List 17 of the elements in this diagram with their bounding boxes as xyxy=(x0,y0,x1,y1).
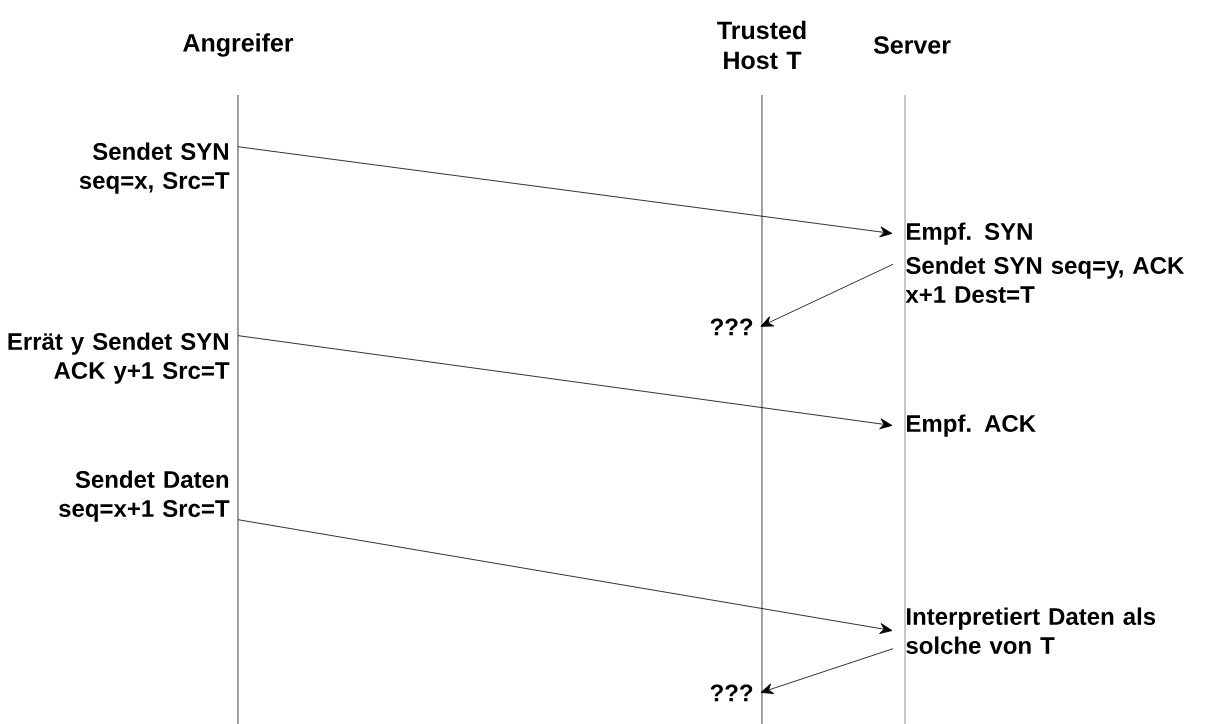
message-text: Sendet Daten seq=x+1 Src=T xyxy=(59,470,230,522)
message-text: Sendet SYN seq=x, Src=T xyxy=(79,142,230,194)
message-text: Errät y Sendet SYN ACK y+1 Src=T xyxy=(8,332,230,384)
arrow xyxy=(760,263,894,327)
arrow xyxy=(237,335,893,430)
arrow xyxy=(237,519,893,634)
lifeline-header: Trusted Host T xyxy=(717,20,806,70)
message-text: ??? xyxy=(710,684,753,702)
message-text: Empf. SYN xyxy=(907,222,1032,245)
message-text: Interpretiert Daten als solche von T xyxy=(906,607,1156,654)
arrow xyxy=(760,648,894,694)
lifeline-header: Angreifer xyxy=(183,33,294,57)
message-text: ??? xyxy=(710,318,753,336)
message-text: Sendet SYN seq=y, ACK x+1 Dest=T xyxy=(905,256,1185,303)
lifeline-header: Server xyxy=(873,36,951,54)
arrow xyxy=(237,146,893,238)
message-text: Empf. ACK xyxy=(907,414,1036,437)
